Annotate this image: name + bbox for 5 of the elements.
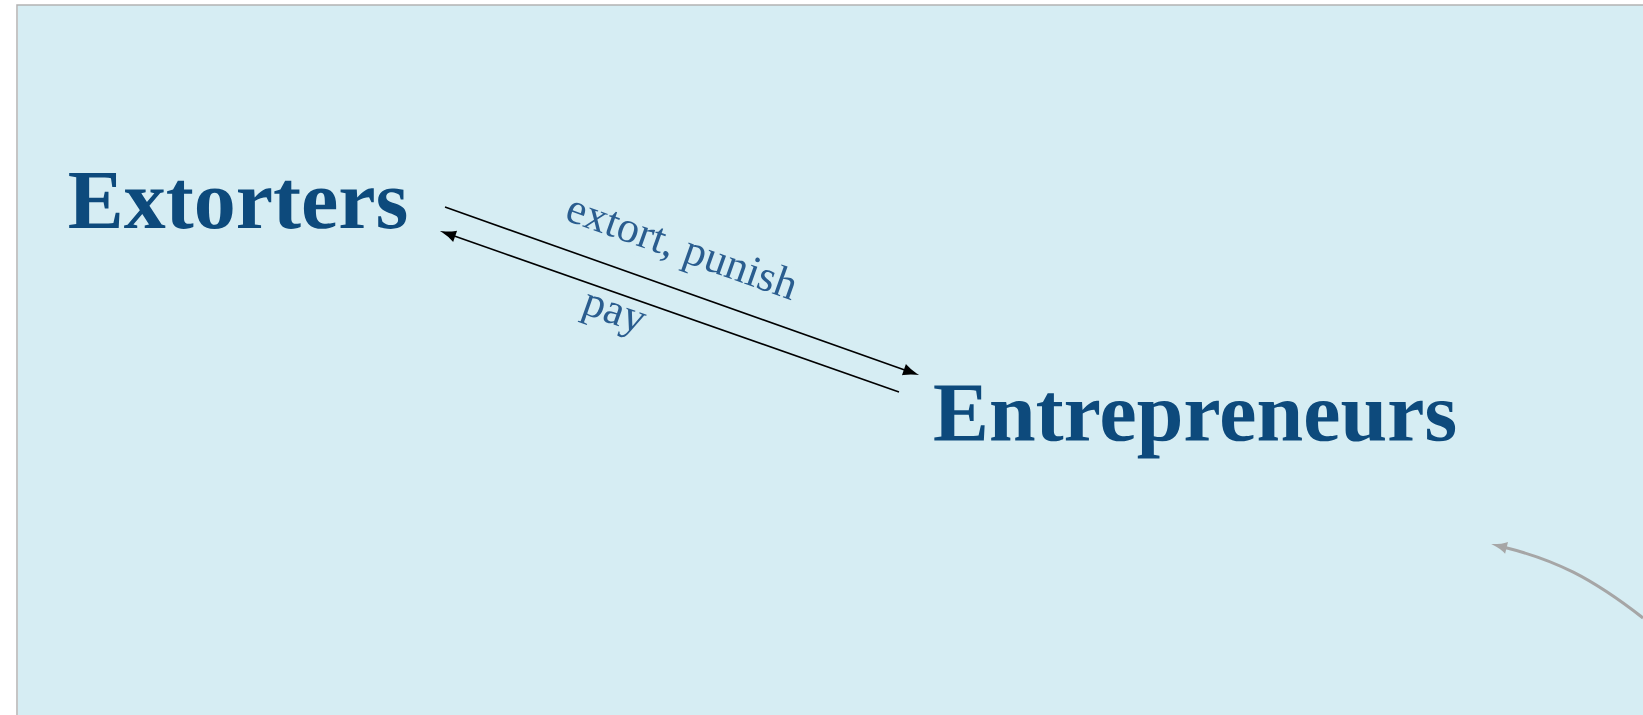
- edge-label: pay: [575, 291, 649, 345]
- node-label: Entrepreneurs: [934, 385, 1456, 459]
- arrow: [444, 206, 917, 376]
- arrow: [442, 230, 900, 393]
- node-label: Extorters: [69, 173, 407, 229]
